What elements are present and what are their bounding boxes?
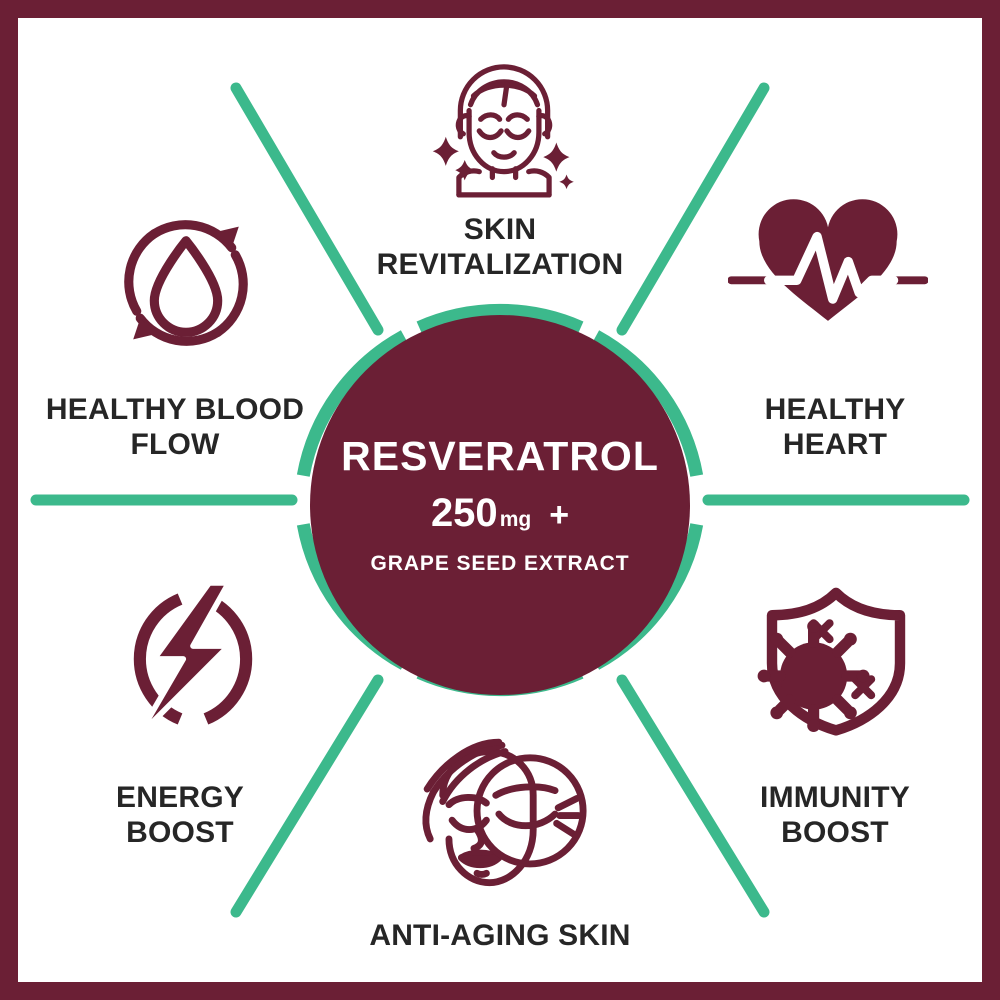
label-line-2: FLOW bbox=[130, 428, 220, 462]
heartbeat-heart-icon bbox=[727, 196, 929, 324]
label-line-1: HEALTHY bbox=[764, 393, 906, 426]
center-disc bbox=[310, 315, 690, 695]
blood-drop-cycle-icon bbox=[98, 195, 274, 371]
label-line-2: BOOST bbox=[126, 816, 234, 850]
diagram-stage: RESVERATROL 250 mg + GRAPE SEED EXTRACT bbox=[21, 21, 979, 979]
connector-line-upper-right bbox=[616, 82, 770, 336]
label-skin-revitalization: SKIN REVITALIZATION bbox=[320, 212, 680, 283]
label-line-1: ANTI-AGING SKIN bbox=[369, 919, 631, 952]
label-healthy-heart: HEALTHY HEART bbox=[680, 392, 979, 463]
label-line-2: REVITALIZATION bbox=[376, 248, 624, 282]
face-magnifier-wrinkles-icon bbox=[408, 736, 596, 892]
label-line-2: BOOST bbox=[781, 816, 889, 850]
connector-line-lower-right bbox=[616, 674, 770, 918]
connector-lines-layer bbox=[30, 82, 970, 918]
label-line-1: HEALTHY BLOOD bbox=[45, 393, 305, 426]
label-line-2: HEART bbox=[782, 428, 888, 462]
label-anti-aging-skin: ANTI-AGING SKIN bbox=[300, 918, 700, 953]
connector-line-upper-left bbox=[230, 82, 384, 336]
label-energy-boost: ENERGY BOOST bbox=[21, 780, 340, 851]
label-line-1: SKIN bbox=[463, 213, 537, 246]
label-line-1: IMMUNITY bbox=[760, 781, 910, 814]
label-line-1: ENERGY bbox=[116, 781, 244, 814]
connector-line-lower-left bbox=[230, 674, 384, 918]
poster-inner-frame: RESVERATROL 250 mg + GRAPE SEED EXTRACT bbox=[17, 17, 983, 983]
lightning-bolt-circle-icon bbox=[112, 578, 274, 740]
shield-virus-icon bbox=[756, 580, 916, 740]
label-immunity-boost: IMMUNITY BOOST bbox=[680, 780, 979, 851]
glowing-face-icon bbox=[424, 52, 584, 204]
label-healthy-blood-flow: HEALTHY BLOOD FLOW bbox=[21, 392, 340, 463]
